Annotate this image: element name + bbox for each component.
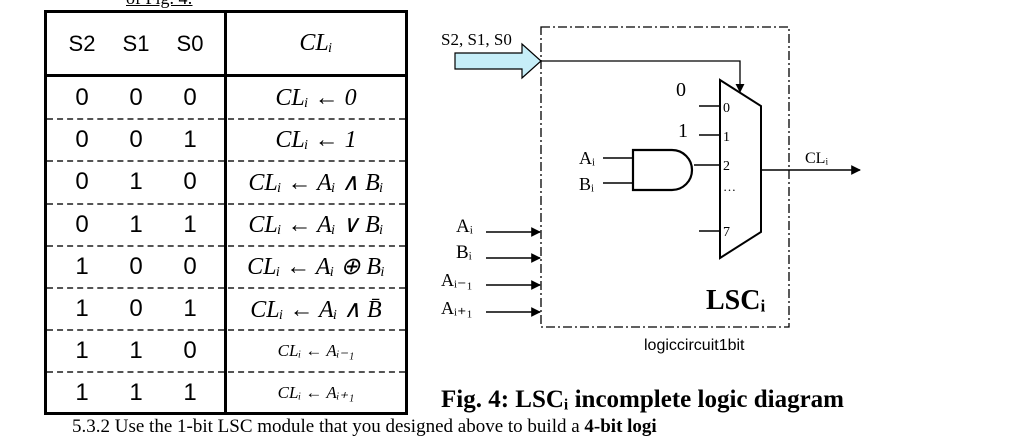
- table-column-divider: [224, 13, 227, 412]
- and-gate-icon: [631, 148, 694, 192]
- select-label: S2, S1, S0: [441, 30, 512, 49]
- cell-operation: CLᵢ ← Aᵢ₊₁: [277, 383, 355, 403]
- module-name: LSCᵢ: [706, 285, 765, 316]
- cell-s2: 1: [75, 252, 89, 280]
- cell-s0: 0: [183, 84, 197, 112]
- constant-zero: 0: [676, 79, 686, 101]
- cell-s1: 0: [129, 252, 143, 280]
- select-wire: [541, 60, 745, 93]
- cell-operation: CLᵢ ← Aᵢ₋₁: [277, 341, 355, 361]
- side-input-label-bi: Bᵢ: [456, 242, 472, 263]
- module-caption: logiccircuit1bit: [644, 337, 745, 354]
- constant-one: 1: [678, 120, 688, 142]
- header-s1: S1: [122, 30, 150, 56]
- row-separator: [47, 329, 405, 332]
- cell-s2: 0: [75, 126, 89, 154]
- side-input-label-ai: Aᵢ: [456, 216, 473, 237]
- header-s2: S2: [68, 30, 96, 56]
- module-boundary: [540, 26, 790, 328]
- cell-s2: 1: [75, 337, 89, 365]
- header-cl: CLᵢ: [299, 30, 333, 56]
- top-text-fragment: of Fig. 4:: [126, 0, 193, 9]
- cell-s1: 0: [129, 126, 143, 154]
- side-input-label-ai-plus-1: Aᵢ₊₁: [441, 298, 473, 318]
- cell-operation: CLᵢ ← Aᵢ ∧ B̄: [250, 296, 382, 323]
- cell-s2: 1: [75, 379, 89, 407]
- row-separator: [47, 118, 405, 121]
- table-header-divider: [47, 74, 405, 77]
- header-s0: S0: [176, 30, 204, 56]
- mux-input-label-ellipsis: …: [723, 179, 736, 194]
- row-separator: [47, 287, 405, 289]
- cell-s2: 0: [75, 210, 89, 238]
- row-separator: [47, 244, 405, 247]
- cell-s1: 1: [129, 379, 143, 407]
- cell-s1: 1: [129, 210, 143, 238]
- and-input-b-label: Bᵢ: [579, 174, 594, 194]
- cell-s0: 0: [183, 337, 197, 365]
- cell-s1: 0: [129, 295, 143, 323]
- multiplexer: [719, 78, 762, 260]
- cell-s0: 1: [183, 295, 197, 323]
- logic-diagram: S2, S1, S0 0 1 2 … 7 0 1 Aᵢ Bᵢ CLᵢ Aᵢ Bᵢ…: [441, 26, 861, 413]
- row-separator: [47, 160, 405, 163]
- figure-caption: Fig. 4: LSCᵢ incomplete logic diagram: [441, 386, 844, 413]
- cell-s0: 1: [183, 126, 197, 154]
- select-bus-arrow-icon: [454, 42, 542, 80]
- bottom-text-fragment: 5.3.2 Use the 1-bit LSC module that you …: [72, 416, 657, 437]
- mux-input-label-1: 1: [723, 130, 730, 145]
- output-label: CLᵢ: [805, 150, 828, 167]
- mux-input-label-2: 2: [723, 159, 730, 174]
- cell-operation: CLᵢ ← Aᵢ ∨ Bᵢ: [248, 212, 384, 239]
- cell-s2: 0: [75, 84, 89, 112]
- cell-operation: CLᵢ ← 1: [275, 126, 357, 153]
- mux-input-label-7: 7: [723, 225, 730, 240]
- cell-s0: 1: [183, 379, 197, 407]
- cell-s1: 1: [129, 168, 143, 196]
- cell-s1: 1: [129, 337, 143, 365]
- cell-operation: CLᵢ ← Aᵢ ∧ Bᵢ: [248, 169, 384, 196]
- side-input-label-ai-minus-1: Aᵢ₋₁: [441, 270, 473, 290]
- mux-input-label-0: 0: [723, 101, 730, 116]
- cell-operation: CLᵢ ← Aᵢ ⊕ Bᵢ: [247, 254, 385, 281]
- cell-s2: 1: [75, 295, 89, 323]
- row-separator: [47, 371, 405, 374]
- cell-s2: 0: [75, 168, 89, 196]
- row-separator: [47, 202, 405, 205]
- cell-s0: 0: [183, 252, 197, 280]
- and-input-a-label: Aᵢ: [579, 148, 595, 168]
- cell-s0: 1: [183, 210, 197, 238]
- cell-operation: CLᵢ ← 0: [275, 84, 357, 111]
- cell-s1: 0: [129, 84, 143, 112]
- cell-s0: 0: [183, 168, 197, 196]
